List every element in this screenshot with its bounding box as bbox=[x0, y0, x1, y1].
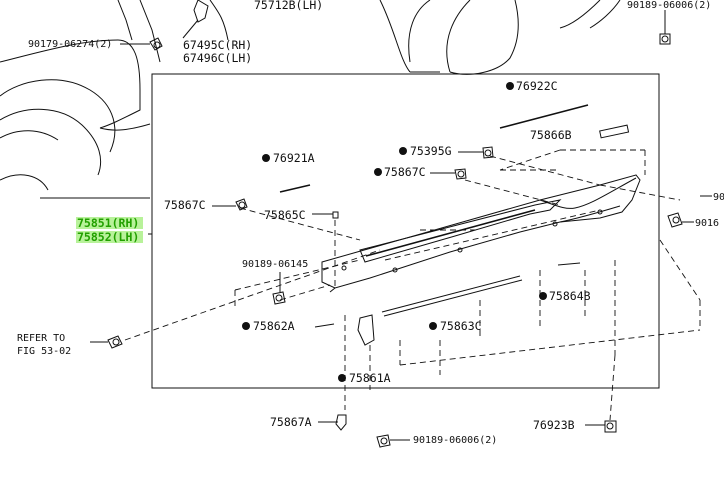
label-76923B[interactable]: 76923B bbox=[533, 418, 575, 432]
side-skirt-part bbox=[321, 174, 641, 293]
label-67496C[interactable]: 67496C(LH) bbox=[183, 51, 252, 65]
label-90189-06006-top[interactable]: 90189-06006(2) bbox=[627, 0, 711, 11]
label-90-edge[interactable]: 90 bbox=[713, 192, 724, 203]
label-refer-to[interactable]: REFER TO bbox=[17, 333, 65, 344]
fasteners bbox=[107, 0, 683, 448]
label-75712B[interactable]: 75712B(LH) bbox=[254, 0, 323, 12]
highlight-bg-lh bbox=[76, 231, 143, 243]
label-90189-06006-bottom[interactable]: 90189-06006(2) bbox=[413, 435, 497, 446]
label-67495C[interactable]: 67495C(RH) bbox=[183, 38, 252, 52]
label-75867C-mid[interactable]: 75867C bbox=[384, 165, 426, 179]
assembly-box bbox=[151, 73, 660, 389]
leader-lines bbox=[90, 10, 712, 441]
label-75863C[interactable]: 75863C bbox=[440, 319, 482, 333]
highlight-bg-rh bbox=[76, 217, 143, 229]
label-90179-06274[interactable]: 90179-06274(2) bbox=[28, 39, 112, 50]
dashed-guides bbox=[124, 149, 701, 421]
label-75867A[interactable]: 75867A bbox=[270, 415, 312, 429]
moulding-strips bbox=[279, 104, 630, 346]
label-9016-edge[interactable]: 9016 bbox=[695, 218, 719, 229]
label-75851-highlighted[interactable]: 75851(RH) bbox=[77, 216, 139, 230]
label-75865C[interactable]: 75865C bbox=[264, 208, 306, 222]
label-fig-53-02[interactable]: FIG 53-02 bbox=[17, 346, 71, 357]
label-76921A[interactable]: 76921A bbox=[273, 151, 315, 165]
label-75395G[interactable]: 75395G bbox=[410, 144, 452, 158]
car-body-outline bbox=[0, 0, 621, 199]
label-76922C[interactable]: 76922C bbox=[516, 79, 558, 93]
label-90189-06145[interactable]: 90189-06145 bbox=[242, 259, 308, 270]
label-75864B[interactable]: 75864B bbox=[549, 289, 591, 303]
ref-bullets bbox=[242, 82, 547, 382]
label-75866B[interactable]: 75866B bbox=[530, 128, 572, 142]
label-75861A[interactable]: 75861A bbox=[349, 371, 391, 385]
label-75852-highlighted[interactable]: 75852(LH) bbox=[77, 230, 139, 244]
label-75862A[interactable]: 75862A bbox=[253, 319, 295, 333]
label-75867C-left[interactable]: 75867C bbox=[164, 198, 206, 212]
